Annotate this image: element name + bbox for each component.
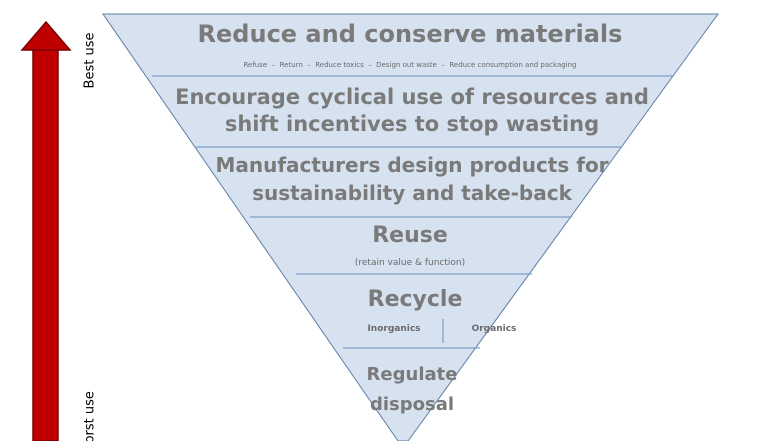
tier-5-right-item: Organics [471,324,517,334]
tier-3-title-line-1: Manufacturers design products for [215,153,609,177]
tier-4-subtitle: (retain value & function) [354,258,466,268]
tier-1-title: Reduce and conserve materials [197,20,623,48]
tier-1-item: Reduce consumption and packaging [449,61,577,69]
tier-2-title-line-2: shift incentives to stop wasting [224,112,600,136]
tier-5-title: Recycle [367,287,463,312]
tier-1-item: Refuse [243,61,268,69]
tier-1-item: Reduce toxics [315,61,364,69]
tier-5-left-item: Inorganics [367,324,421,334]
tier-3-title-line-2: sustainability and take-back [252,181,572,205]
worst-use-label: Worst use [82,391,98,441]
best-use-label: Best use [82,32,98,89]
tier-6-title-line-2: disposal [369,394,455,415]
arrow-head [20,20,72,51]
tier-1-item: Return [279,61,303,69]
tier-1-item: Design out waste [376,61,437,69]
tier-4-title: Reuse [372,223,448,248]
tier-6-title-line-1: Regulate [366,364,458,385]
tier-2-title-line-1: Encourage cyclical use of resources and [175,85,649,109]
pyramid-fill [102,13,719,441]
tier-1-items: Refuse – Return – Reduce toxics – Design… [243,61,577,69]
